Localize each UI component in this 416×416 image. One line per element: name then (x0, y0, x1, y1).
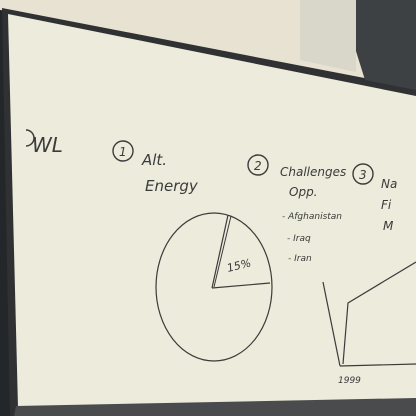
item1-circle (112, 140, 134, 162)
item3-line1: Na (381, 177, 397, 191)
item3-circle (352, 163, 374, 185)
item2-line2: Opp. (289, 185, 318, 199)
item2-number: 2 (254, 159, 262, 173)
graph-axis-label: 1999 (338, 376, 361, 386)
item2-line1: Challenges (280, 165, 346, 179)
graph-trend-line (342, 261, 416, 365)
item2-bullet-2: - Iraq (287, 234, 311, 244)
pie-label: 15% (226, 256, 253, 275)
item2-bullet-3: - Iran (288, 254, 312, 264)
item1-number: 1 (119, 145, 127, 159)
pie-chart-sketch (155, 212, 273, 362)
item1-line2: Energy (145, 177, 199, 195)
item3-number: 3 (359, 168, 367, 182)
graph-x-axis (339, 363, 416, 367)
graph-y-axis (322, 281, 341, 367)
pie-slice-line-1b (213, 215, 232, 288)
screen-housing (340, 0, 416, 90)
left-heading: WL (32, 133, 63, 157)
item3-line2: Fi (381, 198, 392, 212)
board-surface (8, 14, 416, 408)
screen-fabric (300, 0, 356, 72)
item2-circle (247, 154, 269, 176)
circle-marker-left (25, 129, 35, 147)
pie-slice-line-1 (211, 214, 229, 289)
pie-slice-line-2 (211, 282, 271, 289)
item1-line1: Alt. (141, 151, 167, 169)
item3-line3: M (383, 219, 394, 233)
item2-bullet-1: - Afghanistan (282, 212, 342, 222)
marker-tray (14, 398, 416, 416)
